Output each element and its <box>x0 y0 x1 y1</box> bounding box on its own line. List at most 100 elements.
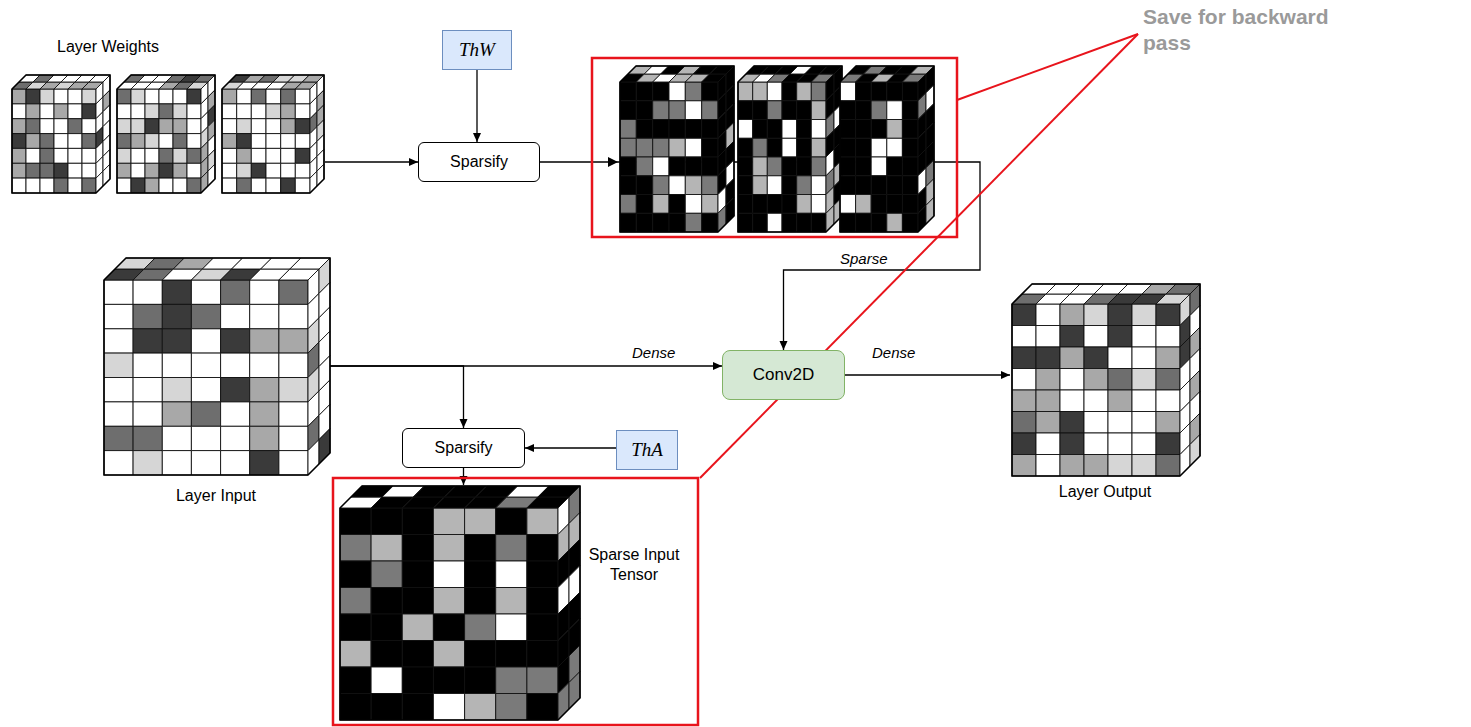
tensor-cell <box>797 157 812 176</box>
tensor-cell <box>131 148 145 163</box>
tensor-cell <box>767 157 782 176</box>
tensor-cell <box>1036 455 1060 477</box>
tensor-cell <box>496 508 527 535</box>
tensor-cell <box>887 138 903 157</box>
tensor-cell <box>279 402 308 426</box>
tensor-cell <box>1060 433 1084 455</box>
tensor-cell <box>433 535 464 562</box>
tensor-cell <box>856 82 872 101</box>
tensor-cell <box>902 120 918 139</box>
tensor-cell <box>281 134 296 149</box>
tensor-cell <box>250 402 279 426</box>
tensor-cell <box>281 178 296 193</box>
tensor-cell <box>433 561 464 588</box>
tensor-cell <box>797 101 812 120</box>
tensor-cell <box>187 119 201 134</box>
tensor-cell <box>251 134 266 149</box>
tensor-cell <box>54 163 68 178</box>
tensor-cell <box>266 134 281 149</box>
tensor-cell <box>221 402 250 426</box>
tensor-cell <box>840 82 856 101</box>
tensor-cell <box>82 178 96 193</box>
process-box: ThW <box>442 30 512 70</box>
tensor-cell <box>767 82 782 101</box>
tensor-cell <box>104 451 133 475</box>
tensor-cell <box>173 89 187 104</box>
tensor-cell <box>104 329 133 353</box>
tensor-cell <box>187 104 201 119</box>
tensor-cell <box>162 402 191 426</box>
tensor-cell <box>1132 390 1156 412</box>
tensor-cell <box>133 451 162 475</box>
tensor-cell <box>281 104 296 119</box>
tensor-cell <box>636 213 652 232</box>
tensor-cell <box>40 134 54 149</box>
tensor-cell <box>221 451 250 475</box>
tensor-cell <box>371 588 402 615</box>
tensor-cell <box>433 641 464 668</box>
tensor-cell <box>669 82 685 101</box>
tensor-cell <box>1156 304 1180 326</box>
tensor-cell <box>159 163 173 178</box>
tensor-cell <box>131 163 145 178</box>
tensor-cell <box>871 176 887 195</box>
tensor-cell <box>753 213 768 232</box>
tensor-cell <box>636 120 652 139</box>
tensor-cell <box>871 138 887 157</box>
tensor-cell <box>702 82 718 101</box>
tensor-cell <box>1108 326 1132 348</box>
box-label: Sparsify <box>435 439 493 457</box>
tensor-cell <box>669 176 685 195</box>
tensor-cell <box>620 138 636 157</box>
tensor-cell <box>402 614 433 641</box>
tensor-cell <box>237 119 252 134</box>
tensor-cell <box>281 148 296 163</box>
tensor-cell <box>279 304 308 328</box>
tensor-cell <box>295 104 310 119</box>
tensor-cell <box>620 82 636 101</box>
tensor-cell <box>221 378 250 402</box>
tensor-cell <box>68 104 82 119</box>
tensor-cell <box>402 694 433 721</box>
tensor-cell <box>117 104 131 119</box>
tensor-cell <box>251 104 266 119</box>
tensor-cell <box>162 329 191 353</box>
tensor-cell <box>465 614 496 641</box>
tensor-cell <box>162 280 191 304</box>
tensor-cell <box>117 119 131 134</box>
tensor-cell <box>26 134 40 149</box>
tensor-cell <box>1060 455 1084 477</box>
tensor-cell <box>767 138 782 157</box>
cube-outline <box>840 66 934 232</box>
tensor-cell <box>191 402 220 426</box>
tensor-cell <box>250 329 279 353</box>
tensor-cell <box>173 148 187 163</box>
tensor-cell <box>782 82 797 101</box>
tensor-cell <box>871 120 887 139</box>
tensor-cell <box>222 104 237 119</box>
tensor-cell <box>887 82 903 101</box>
tensor-cell <box>702 157 718 176</box>
tensor-cell <box>159 89 173 104</box>
tensor-cell <box>237 134 252 149</box>
tensor-cell <box>68 148 82 163</box>
tensor-cell <box>1132 369 1156 391</box>
cube-outline <box>340 486 580 720</box>
tensor-cell <box>371 667 402 694</box>
process-box: Sparsify <box>418 142 540 182</box>
connector <box>330 366 464 428</box>
tensor-cell <box>26 148 40 163</box>
tensor-cell <box>669 120 685 139</box>
tensor-cell <box>685 176 701 195</box>
tensor-cell <box>162 353 191 377</box>
tensor-cell <box>104 378 133 402</box>
tensor-cell <box>1132 412 1156 434</box>
tensor-cell <box>371 614 402 641</box>
tensor-cell <box>669 138 685 157</box>
tensor-cell <box>1036 347 1060 369</box>
tensor-cell <box>887 176 903 195</box>
tensor-cell <box>221 280 250 304</box>
connector <box>540 162 980 350</box>
tensor-cell <box>1012 369 1036 391</box>
tensor-cell <box>811 101 826 120</box>
